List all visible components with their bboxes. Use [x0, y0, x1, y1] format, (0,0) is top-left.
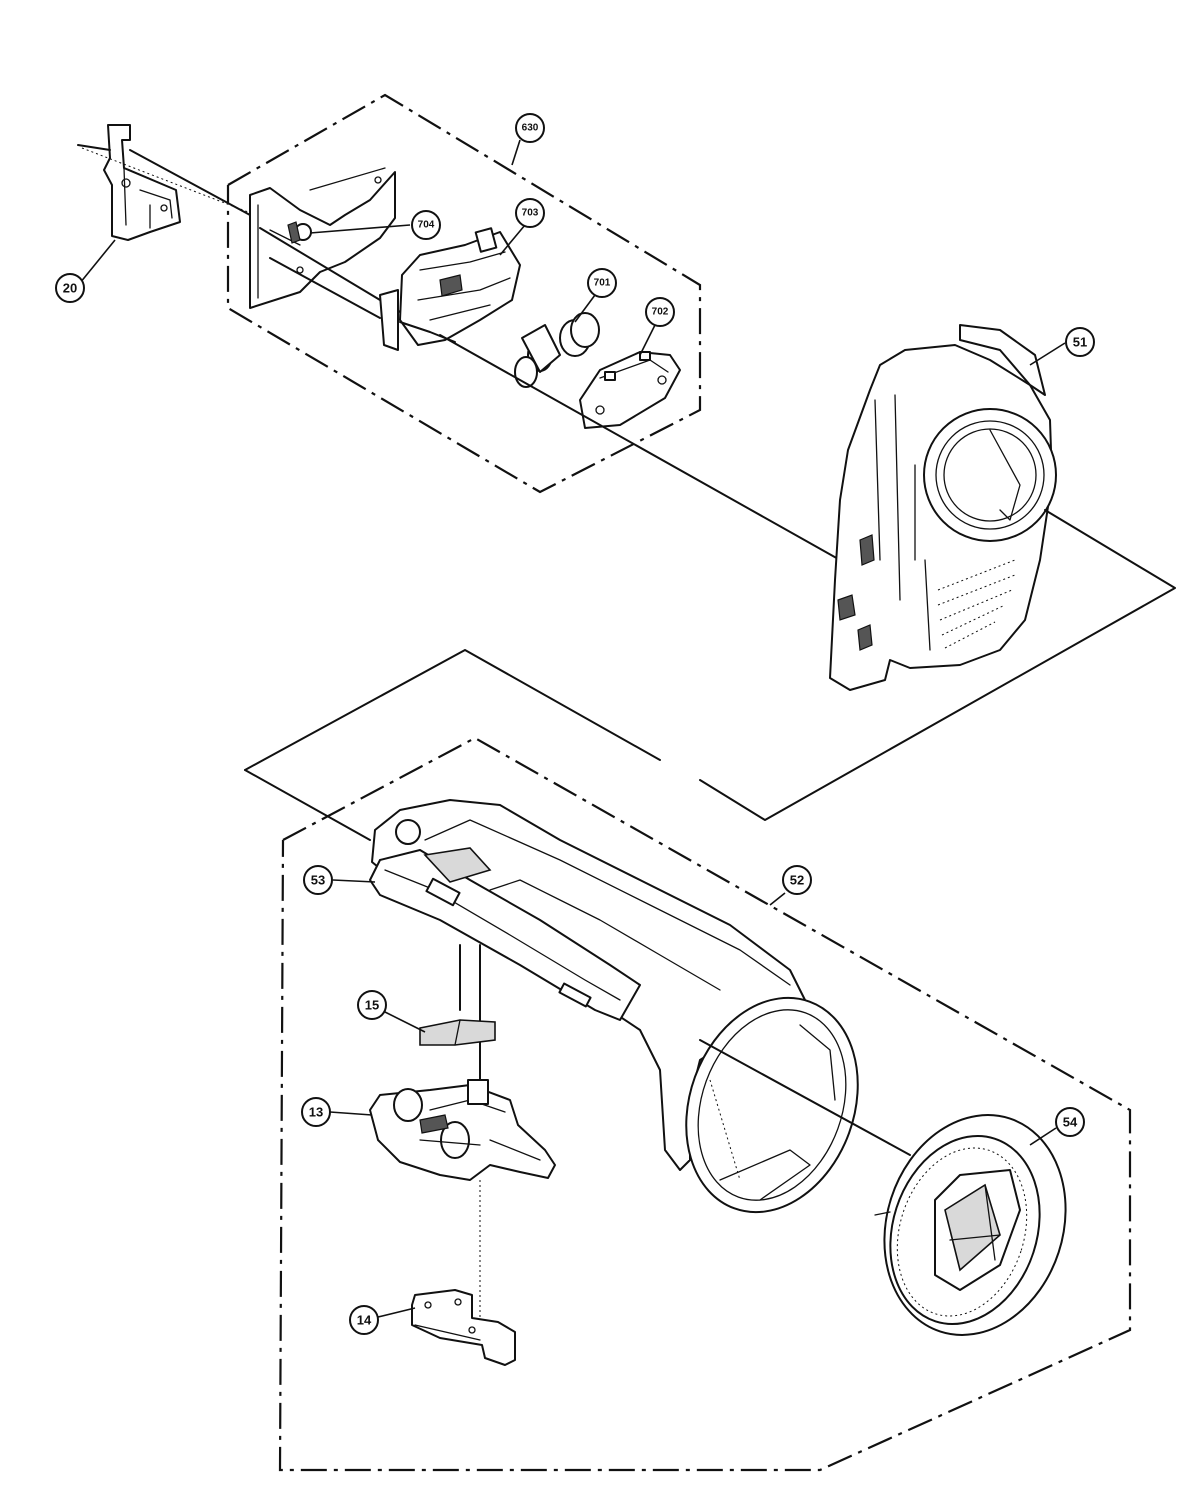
svg-text:703: 703 [522, 208, 539, 219]
svg-text:630: 630 [522, 123, 539, 134]
callout-53: 53 [303, 865, 376, 895]
callout-704: 704 [309, 210, 441, 240]
svg-text:54: 54 [1063, 1115, 1078, 1130]
svg-text:52: 52 [790, 873, 804, 888]
callout-20: 20 [55, 239, 116, 303]
callout-13: 13 [301, 1097, 373, 1127]
knob-part-701 [514, 312, 600, 388]
slider-part-15 [419, 1019, 496, 1046]
svg-text:53: 53 [311, 873, 325, 888]
lens-ring-part-54 [874, 1114, 1067, 1336]
cover-plate-part-702 [579, 351, 681, 429]
circuit-board-part-704 [249, 167, 431, 331]
callout-51: 51 [1029, 327, 1095, 366]
lower-bracket-part-14 [411, 1289, 516, 1366]
handle-strip-part-53 [369, 847, 641, 1021]
svg-text:20: 20 [63, 281, 77, 296]
callout-630: 630 [511, 113, 545, 166]
callout-52: 52 [769, 865, 812, 906]
bracket-part-20 [77, 124, 301, 241]
callout-701: 701 [574, 268, 617, 323]
svg-text:14: 14 [357, 1313, 372, 1328]
svg-text:701: 701 [594, 278, 611, 289]
callout-14: 14 [349, 1305, 416, 1335]
callout-54: 54 [1029, 1107, 1085, 1146]
svg-text:704: 704 [418, 220, 435, 231]
svg-text:15: 15 [365, 998, 379, 1013]
svg-text:13: 13 [309, 1105, 323, 1120]
svg-text:51: 51 [1073, 335, 1087, 350]
mounting-plane-outline [244, 509, 1176, 841]
callout-15: 15 [357, 990, 426, 1033]
svg-text:702: 702 [652, 307, 669, 318]
assembly-52-boundary [278, 736, 1132, 1472]
switch-assembly-part-703 [379, 227, 521, 351]
front-housing-part-51 [829, 324, 1057, 691]
callout-703: 703 [499, 198, 545, 256]
callout-702: 702 [639, 297, 675, 356]
assembly-630-boundary [226, 93, 702, 494]
switch-assembly-part-13 [369, 1079, 556, 1181]
